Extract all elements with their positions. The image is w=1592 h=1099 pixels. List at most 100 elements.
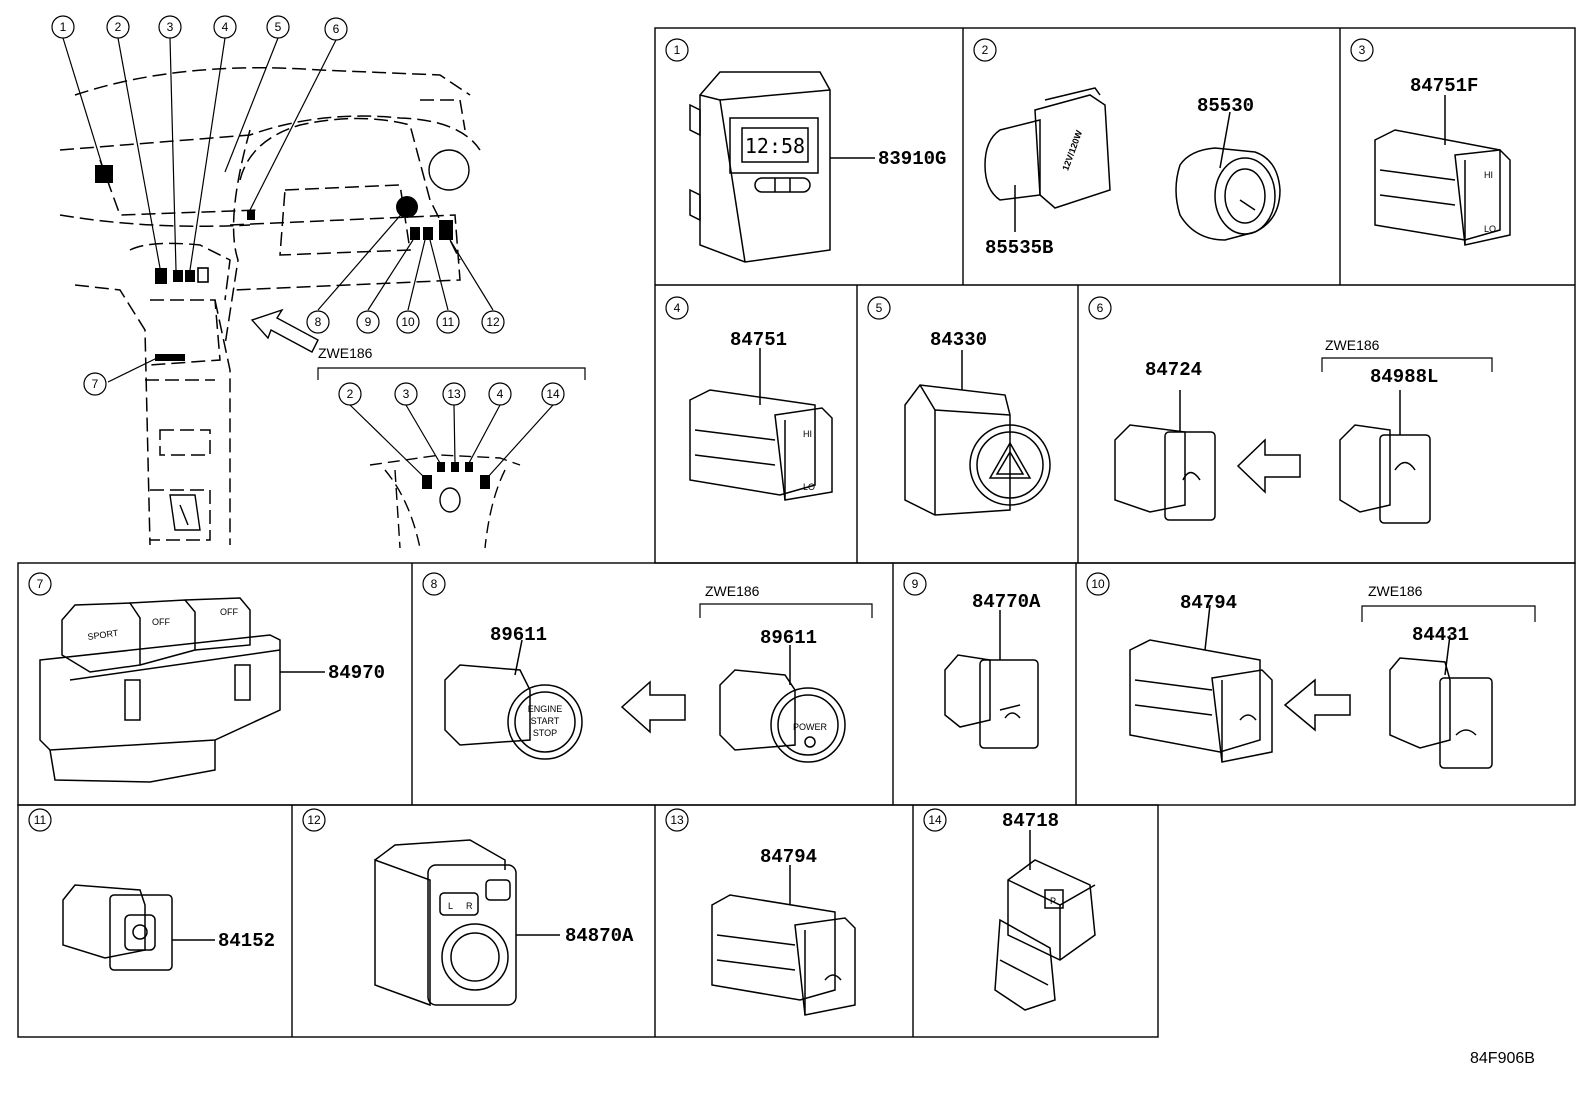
defogger-switch-13-drawing — [711, 865, 856, 1016]
inset-shift-knob — [439, 487, 461, 513]
dashboard-solid-lines — [169, 149, 470, 531]
inset-callout-13: 13 — [447, 387, 461, 401]
mirror-right-label: R — [466, 901, 473, 911]
inset-variant-tag: ZWE186 — [318, 345, 373, 361]
switch-84770A-drawing — [944, 610, 1039, 749]
callout-8: 8 — [315, 315, 322, 329]
park-p-label: P — [1050, 896, 1056, 906]
part-89611-b: 89611 — [760, 627, 817, 649]
inset-callout-3: 3 — [403, 387, 410, 401]
panel-number-circles — [28, 38, 1374, 832]
start-button-line3: STOP — [533, 728, 557, 738]
panel-num-8: 8 — [431, 577, 438, 591]
drive-mode-switch-drawing — [39, 597, 325, 783]
socket-rating-text: 12V/120W — [1060, 129, 1084, 172]
part-84718: 84718 — [1002, 810, 1059, 832]
overview-direction-arrow — [250, 308, 319, 353]
callout-10: 10 — [401, 315, 415, 329]
power-socket-drawing — [984, 87, 1281, 241]
heater-hi-label: HI — [1484, 170, 1493, 180]
mirror-switch-drawing — [374, 839, 560, 1007]
heater4-lo-label: LO — [803, 482, 815, 492]
hazard-switch-drawing — [904, 350, 1051, 516]
power-button-label: POWER — [793, 722, 828, 732]
part-85530: 85530 — [1197, 95, 1254, 117]
panel10-bracket — [1361, 605, 1536, 622]
panel10-variant-tag: ZWE186 — [1368, 583, 1423, 599]
callout-6: 6 — [333, 22, 340, 36]
start-button-line1: ENGINE — [528, 704, 563, 714]
part-84152: 84152 — [218, 930, 275, 952]
panel6-bracket — [1321, 357, 1493, 372]
inset-callout-4: 4 — [497, 387, 504, 401]
clock-unit-drawing — [689, 71, 875, 263]
panel-num-13: 13 — [670, 813, 684, 827]
part-85535B: 85535B — [985, 237, 1053, 259]
panel8-bracket — [699, 603, 873, 618]
part-89611-a: 89611 — [490, 624, 547, 646]
part-84431: 84431 — [1412, 624, 1469, 646]
clock-display-time: 12:58 — [745, 134, 805, 158]
panel-num-10: 10 — [1091, 577, 1105, 591]
panel-num-6: 6 — [1097, 301, 1104, 315]
inset-callouts — [338, 382, 565, 479]
inset-bracket — [317, 367, 586, 380]
inset-callout-2: 2 — [347, 387, 354, 401]
seat-heater-switch-f-drawing — [1374, 95, 1511, 246]
part-84751F: 84751F — [1410, 75, 1478, 97]
overview-open-marker — [197, 267, 209, 283]
heater-lo-label: LO — [1484, 224, 1496, 234]
panel-num-14: 14 — [928, 813, 942, 827]
callout-5: 5 — [275, 20, 282, 34]
auto-off-label: OFF — [220, 607, 238, 617]
part-84751: 84751 — [730, 329, 787, 351]
panel-num-11: 11 — [34, 813, 47, 827]
inset-callout-14: 14 — [546, 387, 560, 401]
headlamp-leveling-switch-drawing — [62, 884, 215, 971]
part-84724: 84724 — [1145, 359, 1202, 381]
part-84770A: 84770A — [972, 591, 1041, 613]
overview-leaders — [62, 37, 494, 383]
panel-num-3: 3 — [1359, 43, 1366, 57]
start-button-line2: START — [531, 716, 560, 726]
overview-callouts-right — [83, 310, 505, 396]
part-84988L: 84988L — [1370, 366, 1438, 388]
panel-num-9: 9 — [912, 577, 919, 591]
panel6-variant-tag: ZWE186 — [1325, 337, 1380, 353]
part-84794-b: 84794 — [760, 846, 817, 868]
callout-7: 7 — [92, 377, 99, 391]
engine-start-switch-drawing — [444, 639, 846, 763]
part-83910G: 83910G — [878, 148, 946, 170]
panel-num-1: 1 — [674, 43, 681, 57]
panel-num-5: 5 — [876, 301, 883, 315]
inset-drawing — [369, 454, 521, 549]
inset-markers — [422, 462, 490, 489]
defogger-switch-drawing — [1129, 604, 1493, 769]
part-84970: 84970 — [328, 662, 385, 684]
dashboard-overview — [59, 67, 481, 546]
callout-4: 4 — [222, 20, 229, 34]
trac-off-switch-drawing — [1114, 390, 1431, 524]
sport-button-label: SPORT — [87, 628, 119, 642]
overview-switch-markers — [95, 165, 453, 361]
heater4-hi-label: HI — [803, 429, 812, 439]
part-84794-a: 84794 — [1180, 592, 1237, 614]
callout-1: 1 — [60, 20, 67, 34]
part-84870A: 84870A — [565, 925, 634, 947]
panel-num-7: 7 — [37, 577, 44, 591]
callout-2: 2 — [115, 20, 122, 34]
callout-12: 12 — [486, 315, 500, 329]
panel8-variant-tag: ZWE186 — [705, 583, 760, 599]
parking-switch-drawing — [994, 830, 1096, 1011]
diagram-reference-code: 84F906B — [1470, 1050, 1535, 1067]
part-84330: 84330 — [930, 329, 987, 351]
mirror-left-label: L — [448, 901, 453, 911]
panel-num-2: 2 — [982, 43, 989, 57]
panel-num-4: 4 — [674, 301, 681, 315]
callout-9: 9 — [365, 315, 372, 329]
callout-3: 3 — [167, 20, 174, 34]
trac-off-label: OFF — [152, 617, 170, 627]
seat-heater-switch-drawing — [689, 348, 833, 501]
panel-num-12: 12 — [307, 813, 321, 827]
